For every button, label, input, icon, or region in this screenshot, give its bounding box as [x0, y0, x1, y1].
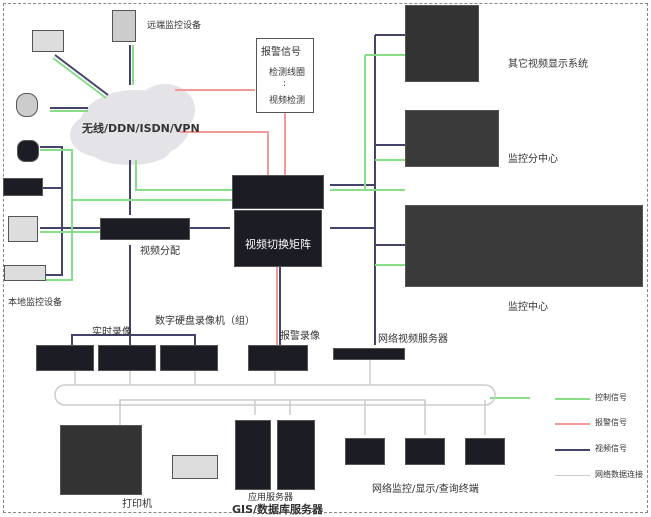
alarm-recording-label: 报警录像 — [280, 331, 320, 342]
local-devices-label: 本地监控设备 — [8, 298, 63, 308]
sub-center-label: 监控分中心 — [508, 154, 558, 165]
network-data-lines — [54, 358, 496, 435]
control-center-label: 监控中心 — [508, 302, 548, 313]
network-cloud-shape — [70, 84, 195, 165]
alarm-box-sep: : — [283, 79, 287, 89]
alarm-box-item1: 检测线圈 — [269, 68, 306, 78]
printer-device — [172, 455, 218, 479]
diagram-frame — [3, 3, 648, 513]
terminals-label: 网络监控/显示/查询终端 — [372, 484, 479, 495]
alarm-box-item2: 视频检测 — [269, 96, 306, 106]
legend-label: 控制信号 — [595, 393, 627, 402]
video-signal-lines — [40, 34, 405, 345]
dvr-device — [36, 345, 94, 371]
legend-swatch-video — [555, 449, 590, 451]
video-matrix-device: 视频切换矩阵 — [234, 210, 322, 267]
legend-label: 视频信号 — [595, 444, 627, 453]
alarm-signal-lines — [175, 89, 286, 345]
legend-swatch-alarm — [555, 423, 590, 425]
video-matrix-label: 视频切换矩阵 — [245, 238, 311, 251]
terminal-computer-icon — [405, 438, 445, 465]
dvr-device — [160, 345, 218, 371]
sub-center-console — [405, 110, 499, 167]
remote-camera-icon — [112, 10, 136, 42]
legend-label: 网络数据连接 — [595, 470, 643, 479]
dome-camera-icon — [17, 140, 39, 162]
housing-camera-icon — [4, 265, 46, 281]
video-distribution-label: 视频分配 — [140, 246, 180, 257]
camera-icon — [8, 216, 38, 242]
control-center-console — [405, 205, 643, 287]
legend-swatch-network — [555, 475, 590, 476]
printer-copier-device — [60, 425, 142, 495]
printer-label: 打印机 — [122, 499, 152, 510]
legend-swatch-control — [555, 398, 590, 400]
terminal-computer-icon — [345, 438, 385, 465]
network-video-server-device — [333, 348, 405, 360]
app-server-label: 应用服务器 — [248, 493, 294, 503]
monitor-wall-device — [405, 5, 479, 82]
dvr-group-label: 数字硬盘录像机（组） — [155, 316, 255, 327]
db-server-device — [277, 420, 315, 490]
legend-label: 报警信号 — [595, 418, 627, 427]
remote-camera-icon — [32, 30, 64, 52]
control-signal-lines — [40, 45, 530, 399]
box-camera-icon — [3, 178, 43, 196]
alarm-dvr-device — [248, 345, 308, 371]
dome-camera-icon — [16, 93, 38, 117]
dvr-device — [98, 345, 156, 371]
network-video-server-label: 网络视频服务器 — [378, 334, 448, 345]
alarm-signal-box: 报警信号 检测线圈 : 视频检测 — [256, 38, 314, 113]
alarm-box-title: 报警信号 — [261, 47, 301, 58]
terminal-computer-icon — [465, 438, 505, 465]
remote-devices-label: 远端监控设备 — [147, 21, 202, 31]
gis-db-server-label: GIS/数据库服务器 — [232, 503, 324, 516]
app-server-device — [235, 420, 271, 490]
other-display-label: 其它视频显示系统 — [508, 59, 588, 70]
network-cloud-label: 无线/DDN/ISDN/VPN — [82, 122, 200, 135]
realtime-recording-label: 实时录像 — [92, 327, 132, 338]
matrix-controller-device — [232, 175, 324, 209]
video-distributor-device — [100, 218, 190, 240]
